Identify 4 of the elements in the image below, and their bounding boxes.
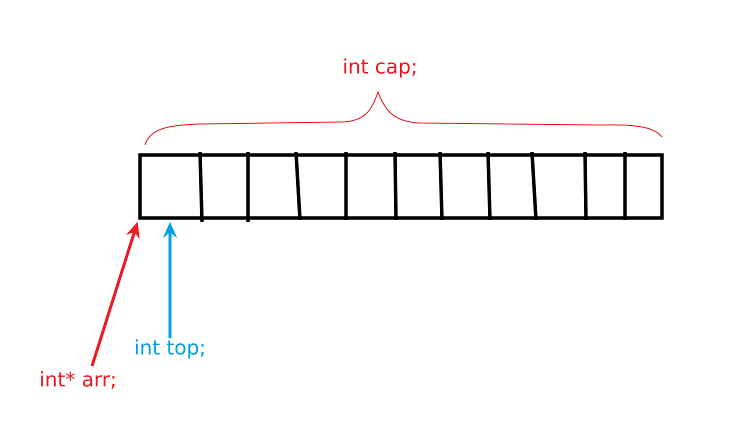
pointer-label: int top; xyxy=(136,339,204,359)
size-label: int cap; xyxy=(344,58,416,78)
pointer-label: int* arr; xyxy=(41,371,114,389)
array-box xyxy=(138,153,664,220)
